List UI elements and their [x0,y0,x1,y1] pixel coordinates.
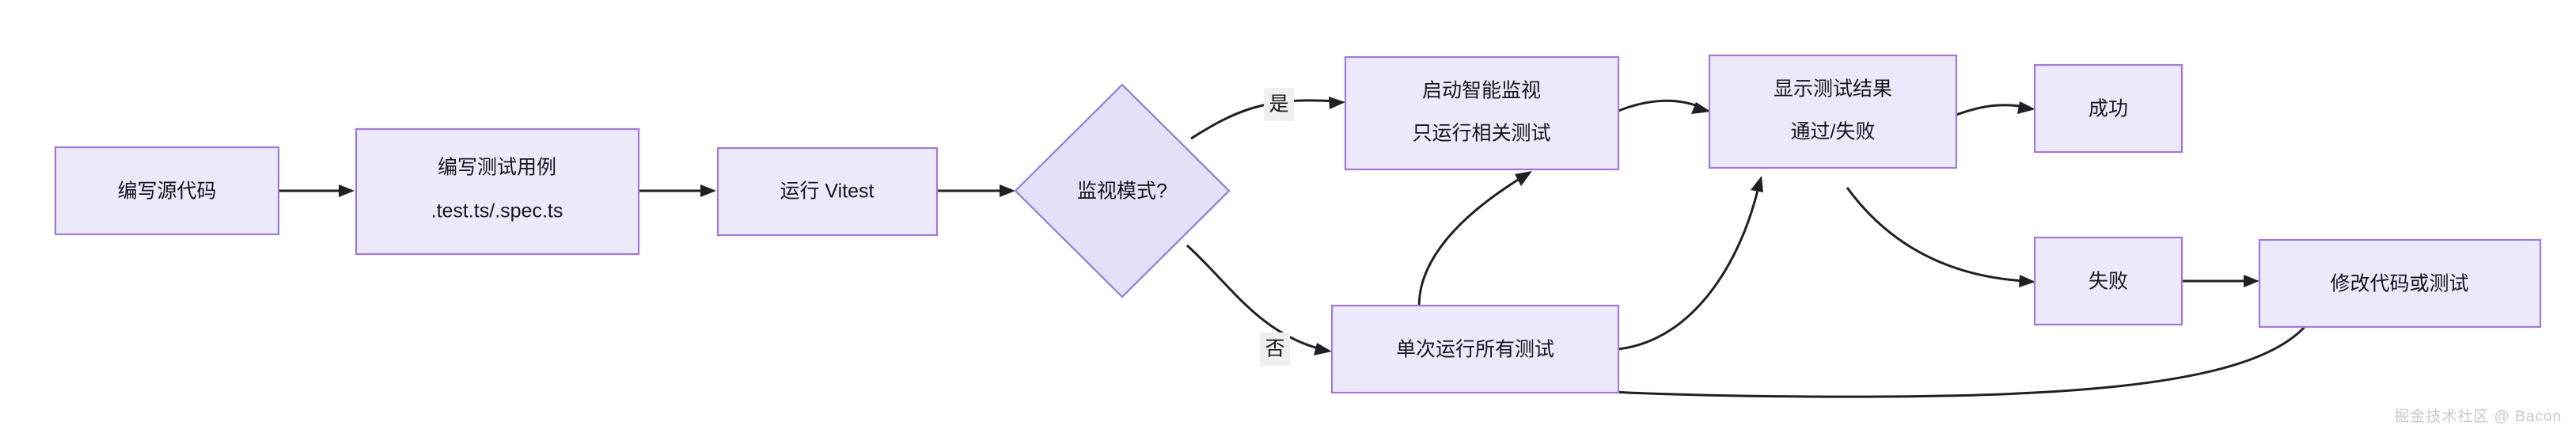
arrowhead-icon [2019,275,2035,287]
node-show-test-results[interactable]: 显示测试结果 通过/失败 [1708,54,1958,169]
node-label-line2: 只运行相关测试 [1412,123,1550,145]
node-watch-mode-decision[interactable]: 监视模式? [1014,83,1231,298]
node-box[interactable] [2033,63,2183,154]
node-write-source-code[interactable]: 编写源代码 [54,146,280,236]
arrowhead-icon [1000,184,1015,197]
node-start-smart-watch[interactable]: 启动智能监视 只运行相关测试 [1344,55,1620,171]
node-box[interactable] [1708,54,1958,169]
edge-watch-mode-no-to-run-all-once: 否 [1186,244,1332,366]
node-label-line1: 编写测试用例 [438,157,556,179]
arrowhead-icon [2244,275,2259,287]
node-success[interactable]: 成功 [2033,63,2183,154]
edge-write-tests-to-run-vitest [639,184,716,197]
edge-label-background [1260,332,1290,366]
node-box[interactable] [716,146,939,237]
arrowhead-icon [339,184,355,197]
node-label-line2: .test.ts/.spec.ts [431,200,563,222]
edge-show-results-to-failure [1846,187,2035,287]
edge-show-results-to-success [1956,101,2035,116]
node-label: 运行 Vitest [780,180,874,203]
edge-label-no: 否 [1265,338,1284,360]
node-label: 监视模式? [1077,180,1167,203]
node-label-line1: 启动智能监视 [1422,80,1541,102]
node-label-line2: 通过/失败 [1791,121,1876,143]
arrowhead-icon [700,184,716,197]
node-label: 编写源代码 [117,180,216,203]
edge-run-all-once-to-show-results [1618,176,1763,351]
node-box[interactable] [2033,236,2183,326]
edge-failure-to-fix-code [2182,275,2259,287]
node-label-line1: 显示测试结果 [1774,78,1892,101]
node-failure[interactable]: 失败 [2033,236,2183,326]
arrowhead-icon [2017,101,2035,114]
node-label: 单次运行所有测试 [1396,339,1554,361]
node-write-test-cases[interactable]: 编写测试用例 .test.ts/.spec.ts [355,127,640,256]
node-label: 修改代码或测试 [2330,273,2468,295]
node-run-vitest[interactable]: 运行 Vitest [716,146,939,237]
node-label: 成功 [2088,98,2128,120]
node-run-all-tests-once[interactable]: 单次运行所有测试 [1330,304,1620,394]
node-diamond-shape[interactable] [1014,83,1231,298]
node-box[interactable] [1330,304,1620,394]
edge-label-yes: 是 [1269,93,1288,116]
arrowhead-icon [1751,176,1763,192]
node-box[interactable] [54,146,280,236]
node-box[interactable] [2258,238,2542,329]
watermark-text: 掘金技术社区 @ Bacon [2394,408,2562,425]
edge-smart-watch-to-show-results [1618,99,1711,114]
arrowhead-icon [1314,343,1332,355]
node-box[interactable] [355,127,640,256]
arrowhead-icon [1515,171,1532,186]
node-fix-code-or-tests[interactable]: 修改代码或测试 [2258,238,2542,329]
edge-write-source-to-write-tests [279,184,355,197]
edge-watch-mode-yes-to-smart-watch: 是 [1190,88,1345,140]
edge-run-vitest-to-watch-mode [937,184,1015,197]
node-box[interactable] [1344,55,1620,171]
edge-label-background [1264,88,1294,121]
arrowhead-icon [1691,102,1711,114]
arrowhead-icon [1329,97,1345,109]
node-label: 失败 [2088,271,2128,293]
